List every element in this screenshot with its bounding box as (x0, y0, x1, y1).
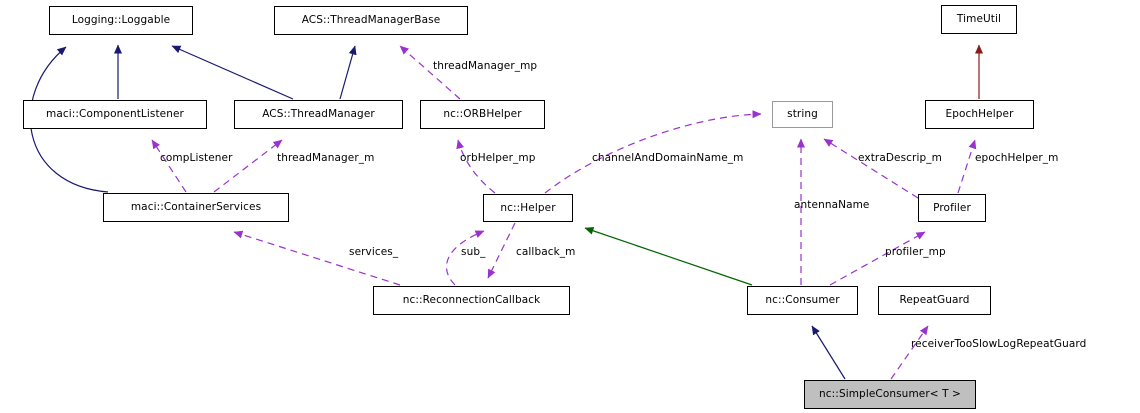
edge-label-sub: sub_ (461, 246, 486, 258)
edge-profiler-string (823, 138, 919, 199)
edge-label-extradescrip-m: extraDescrip_m (858, 152, 942, 164)
node-nc-helper[interactable]: nc::Helper (483, 194, 573, 222)
edge-label-orbhelper-mp: orbHelper_mp (460, 152, 536, 164)
edge-threadmanager-threadmanagerbase (339, 45, 357, 100)
edge-helper-reconnectioncallback (487, 222, 516, 279)
node-nc-consumer[interactable]: nc::Consumer (747, 286, 858, 315)
node-maci-componentlistener[interactable]: maci::ComponentListener (23, 100, 207, 129)
edge-consumer-profiler (829, 231, 926, 286)
edge-orbhelper-threadmanagerbase (399, 45, 461, 100)
edge-label-services: services_ (349, 246, 399, 258)
edge-profiler-epochhelper (957, 139, 977, 194)
edge-label-callback-m: callback_m (516, 246, 576, 258)
edge-threadmanager-loggable (171, 45, 294, 100)
edge-consumer-helper (584, 226, 753, 286)
edge-label-threadmanager-mp: threadManager_mp (433, 60, 538, 72)
edge-reconnectioncallback-containerservices (233, 230, 401, 286)
edge-label-profiler-mp: profiler_mp (885, 246, 946, 258)
node-acs-threadmanagerbase[interactable]: ACS::ThreadManagerBase (274, 6, 468, 35)
edge-label-complistener: compListener (160, 152, 233, 164)
edge-label-channelanddomainname-m: channelAndDomainName_m (592, 152, 744, 164)
node-timeutil[interactable]: TimeUtil (941, 5, 1017, 34)
node-nc-simpleconsumer[interactable]: nc::SimpleConsumer< T > (804, 380, 976, 409)
edge-containerservices-componentlistener (151, 139, 187, 193)
edge-simpleconsumer-repeatguard (890, 325, 929, 380)
node-maci-containerservices[interactable]: maci::ContainerServices (103, 193, 289, 222)
edge-helper-orbhelper (456, 139, 496, 194)
edge-containerservices-threadmanager (213, 139, 283, 193)
node-profiler[interactable]: Profiler (918, 194, 986, 222)
node-acs-threadmanager[interactable]: ACS::ThreadManager (234, 100, 403, 129)
edge-label-receivertooslowlogrepeatguard: receiverTooSlowLogRepeatGuard (911, 338, 1087, 350)
node-epochhelper[interactable]: EpochHelper (925, 100, 1034, 129)
edge-label-antennaname: antennaName (794, 199, 870, 211)
edge-label-epochhelper-m: epochHelper_m (975, 152, 1059, 164)
node-nc-reconnectioncallback[interactable]: nc::ReconnectionCallback (373, 286, 570, 315)
node-repeatguard[interactable]: RepeatGuard (878, 286, 991, 315)
edge-simpleconsumer-consumer (811, 325, 846, 380)
node-nc-orbhelper[interactable]: nc::ORBHelper (420, 100, 545, 129)
edge-helper-string (544, 110, 762, 194)
node-string[interactable]: string (772, 101, 833, 128)
edge-reconnectioncallback-helper (446, 230, 485, 286)
edge-label-threadmanager-m: threadManager_m (277, 152, 375, 164)
edge-containerservices-loggable (29, 46, 109, 193)
node-logging-loggable[interactable]: Logging::Loggable (49, 6, 193, 35)
